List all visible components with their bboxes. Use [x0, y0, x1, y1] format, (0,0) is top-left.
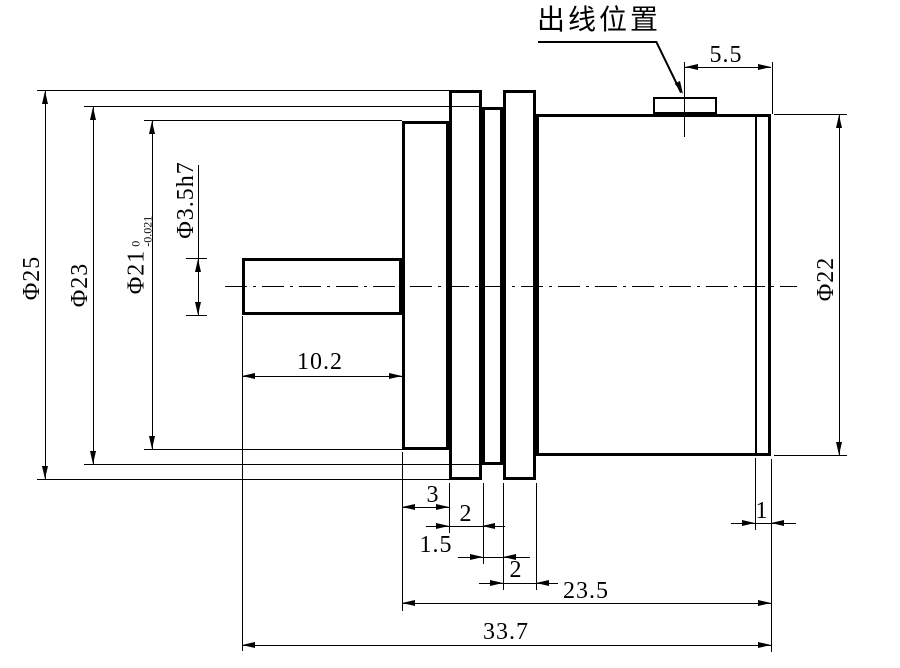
arrowhead-icon — [503, 554, 516, 560]
arrowhead-icon — [771, 520, 784, 526]
dim-phi22-line — [839, 115, 840, 455]
dim-2a-line — [426, 526, 505, 527]
arrowhead-icon — [389, 373, 402, 379]
arrowhead-icon — [149, 121, 155, 134]
arrowhead-icon — [436, 504, 449, 510]
arrowhead-icon — [758, 642, 771, 648]
arrowhead-icon — [836, 115, 842, 128]
dim-label-1-5: 1.5 — [419, 532, 453, 558]
phi21-value: Φ21 — [123, 249, 150, 295]
ext-groove — [755, 458, 756, 530]
part-body-phi22 — [536, 114, 771, 456]
dim-label-33-7: 33.7 — [483, 619, 529, 645]
arrowhead-icon — [436, 523, 449, 529]
arrowhead-icon — [758, 64, 771, 70]
dim-label-23-5: 23.5 — [563, 578, 609, 604]
arrowhead-icon — [742, 520, 755, 526]
leader-underline — [538, 41, 657, 43]
dim-phi3-5-line — [198, 165, 199, 315]
phi21-tol-lower: -0.021 — [140, 215, 155, 247]
dim-label-phi23: Φ23 — [67, 262, 93, 308]
arrowhead-icon — [470, 554, 483, 560]
dim-phi21-ext-bottom — [144, 449, 402, 450]
centerline — [225, 286, 797, 287]
dim-label-5-5: 5.5 — [709, 42, 743, 68]
dim-10-2-line — [242, 376, 402, 377]
ext-flange-rear-left — [503, 483, 504, 590]
arrowhead-icon — [42, 466, 48, 479]
arrowhead-icon — [536, 580, 549, 586]
arrowhead-icon — [402, 504, 415, 510]
part-flange-front-phi25 — [449, 90, 482, 480]
part-wire-outlet-bump — [653, 97, 717, 114]
dim-phi25-ext-bottom — [37, 479, 449, 480]
dim-label-1: 1 — [755, 498, 769, 524]
dim-phi21-line — [152, 121, 153, 449]
part-groove-line — [755, 116, 757, 454]
arrowhead-icon — [836, 442, 842, 455]
dim-2b-line — [479, 583, 558, 584]
arrowhead-icon — [242, 373, 255, 379]
dim-label-2a: 2 — [459, 501, 473, 527]
dim-phi3-5-ext-top — [186, 258, 207, 259]
dim-33-7-line — [242, 645, 771, 646]
dim-label-3: 3 — [426, 482, 440, 508]
ext-hub-face — [402, 452, 403, 611]
dim-phi22-ext-top — [774, 114, 847, 115]
arrowhead-icon — [90, 451, 96, 464]
dim-phi25-line — [45, 91, 46, 479]
arrowhead-icon — [402, 600, 415, 606]
arrowhead-icon — [490, 580, 503, 586]
dim-label-phi3-5h7: Φ3.5h7 — [173, 161, 199, 239]
dim-label-10-2: 10.2 — [297, 349, 343, 375]
ext-flange-front-left — [449, 483, 450, 533]
dim-phi21-ext-top — [144, 120, 402, 121]
ext-body-end — [771, 459, 772, 652]
ext-flange-rear-right — [536, 483, 537, 590]
dim-phi23-line — [93, 107, 94, 464]
phi21-tolerance: 0-0.021 — [129, 215, 155, 247]
dim-5-5-line — [685, 67, 771, 68]
part-hub-phi21 — [402, 121, 449, 450]
arrowhead-icon — [758, 600, 771, 606]
ext-shaft-end — [242, 316, 243, 651]
dim-phi23-ext-bottom — [84, 464, 482, 465]
dim-23-5-line — [402, 603, 771, 604]
dim-phi23-ext-top — [84, 106, 482, 107]
arrowhead-icon — [90, 107, 96, 120]
arrowhead-icon — [482, 523, 495, 529]
dim-phi3-5-ext-bottom — [186, 315, 207, 316]
arrowhead-icon — [685, 64, 698, 70]
dim-1-line — [731, 523, 796, 524]
dim-label-phi25: Φ25 — [19, 255, 45, 301]
dim-phi25-ext-top — [37, 90, 449, 91]
callout-label: 出线位置 — [536, 5, 662, 36]
dim-label-2b: 2 — [509, 557, 523, 583]
dim-phi22-ext-bottom — [774, 455, 847, 456]
dim-1-5-line — [458, 557, 530, 558]
bump-center-tick — [684, 62, 685, 137]
dim-3-line — [402, 507, 449, 508]
arrowhead-icon — [242, 642, 255, 648]
arrowhead-icon — [195, 259, 201, 272]
arrowhead-icon — [42, 91, 48, 104]
arrowhead-icon — [195, 302, 201, 315]
dim-5-5-ext-right — [772, 62, 773, 114]
dim-label-phi22: Φ22 — [813, 256, 839, 302]
arrowhead-icon — [149, 436, 155, 449]
part-flange-rear — [503, 90, 536, 480]
